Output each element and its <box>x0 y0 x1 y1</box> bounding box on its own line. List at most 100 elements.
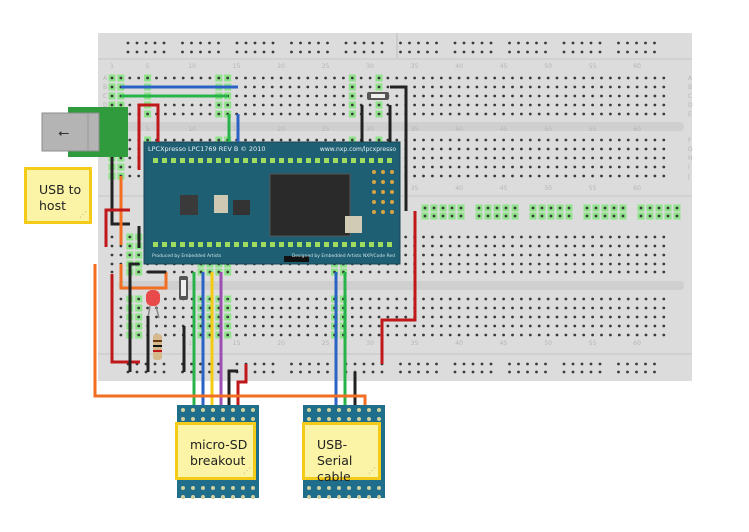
breadboard-hole <box>368 112 372 116</box>
note-usb-to-host[interactable]: USB to host ⋰ <box>24 167 92 224</box>
breadboard-hole <box>439 324 443 328</box>
breadboard-hole <box>128 174 132 178</box>
breadboard-hole <box>555 156 559 160</box>
breadboard-hole <box>591 76 594 80</box>
breadboard-hole <box>653 174 657 178</box>
breadboard-hole <box>600 270 603 274</box>
breadboard-hole <box>342 103 345 107</box>
breadboard-hole <box>621 214 625 218</box>
column-label: 30 <box>366 340 374 347</box>
breadboard-hole <box>555 235 559 239</box>
breadboard-hole <box>573 244 577 248</box>
breadboard-hole <box>417 370 420 374</box>
breadboard-hole <box>350 270 354 274</box>
breadboard-hole <box>271 370 275 374</box>
breadboard-hole <box>172 315 176 319</box>
breadboard-hole <box>350 306 354 310</box>
breakout-pin <box>251 486 255 490</box>
breadboard-hole <box>466 297 470 301</box>
breadboard-hole <box>626 262 630 266</box>
breadboard-hole <box>457 253 461 257</box>
note-usb-serial-cable[interactable]: USB-Serial cable ⋰ <box>302 422 381 484</box>
resize-grip-icon[interactable]: ⋰ <box>368 466 376 475</box>
breadboard-hole <box>450 206 454 210</box>
breadboard-hole <box>635 235 639 239</box>
breakout-pin <box>337 408 341 412</box>
breadboard-hole <box>422 138 425 142</box>
breadboard-hole <box>591 165 594 169</box>
breadboard-hole <box>511 138 514 142</box>
header-pin <box>360 158 365 163</box>
breadboard-hole <box>662 324 666 328</box>
breadboard-hole <box>306 94 310 98</box>
breadboard-hole <box>617 324 621 328</box>
column-label: 60 <box>633 63 641 70</box>
column-label: 35 <box>411 126 419 133</box>
breadboard-hole <box>324 297 327 301</box>
breadboard-hole <box>244 85 247 89</box>
breadboard-hole <box>119 324 123 328</box>
breadboard-hole <box>502 306 505 310</box>
breadboard-hole <box>308 41 311 45</box>
breakout-pin <box>211 408 215 412</box>
header-pin <box>207 158 212 163</box>
breadboard-hole <box>520 94 523 98</box>
breadboard-hole <box>475 315 479 319</box>
breadboard-hole <box>564 333 568 337</box>
breadboard-hole <box>324 85 327 89</box>
breadboard-hole <box>279 103 283 107</box>
breadboard-hole <box>324 138 327 142</box>
breakout-pin <box>317 486 321 490</box>
header-pin <box>315 158 320 163</box>
breadboard-hole <box>653 112 657 116</box>
breadboard-hole <box>535 362 538 366</box>
header-pin <box>324 242 329 247</box>
breadboard-hole <box>484 244 488 248</box>
breadboard-hole <box>261 324 265 328</box>
breadboard-hole <box>333 138 336 142</box>
breadboard-hole <box>635 112 639 116</box>
breadboard-hole <box>582 156 586 160</box>
breadboard-hole <box>162 41 166 45</box>
header-pin <box>288 158 293 163</box>
breadboard-hole <box>580 362 584 366</box>
breadboard-hole <box>562 50 566 54</box>
button-cap <box>181 280 186 296</box>
breakout-pin <box>317 495 321 499</box>
components: ⭠ <box>41 92 389 360</box>
breadboard-hole <box>520 324 523 328</box>
breadboard-hole <box>368 297 372 301</box>
breadboard-hole <box>431 85 434 89</box>
resistor-band <box>153 340 162 342</box>
breadboard-hole <box>475 165 479 169</box>
breadboard-hole <box>155 76 158 80</box>
breadboard-hole <box>564 235 568 239</box>
breadboard-hole <box>422 103 425 107</box>
breadboard-hole <box>591 112 594 116</box>
breadboard-hole <box>208 41 211 45</box>
breadboard-hole <box>359 324 363 328</box>
breadboard-hole <box>368 324 372 328</box>
resize-grip-icon[interactable]: ⋰ <box>79 210 87 219</box>
breadboard-hole <box>377 333 381 337</box>
breadboard-hole <box>546 253 550 257</box>
breadboard-hole <box>591 244 594 248</box>
breadboard-hole <box>377 324 381 328</box>
column-label: 45 <box>500 340 508 347</box>
breadboard-hole <box>537 262 541 266</box>
breadboard-hole <box>371 362 375 366</box>
breadboard-hole <box>439 297 443 301</box>
wire-black <box>390 85 408 211</box>
breadboard-hole <box>326 50 329 54</box>
breadboard-hole <box>471 370 475 374</box>
resize-grip-icon[interactable]: ⋰ <box>243 466 251 475</box>
header-pin <box>342 158 347 163</box>
breadboard-hole <box>308 362 311 366</box>
breadboard-hole <box>564 297 568 301</box>
breadboard-hole <box>253 85 256 89</box>
breadboard-hole <box>380 370 384 374</box>
breadboard-hole <box>299 370 302 374</box>
breadboard-hole <box>600 94 603 98</box>
note-micro-sd-breakout[interactable]: micro-SD breakout ⋰ <box>175 422 256 480</box>
column-label: 40 <box>455 126 463 133</box>
